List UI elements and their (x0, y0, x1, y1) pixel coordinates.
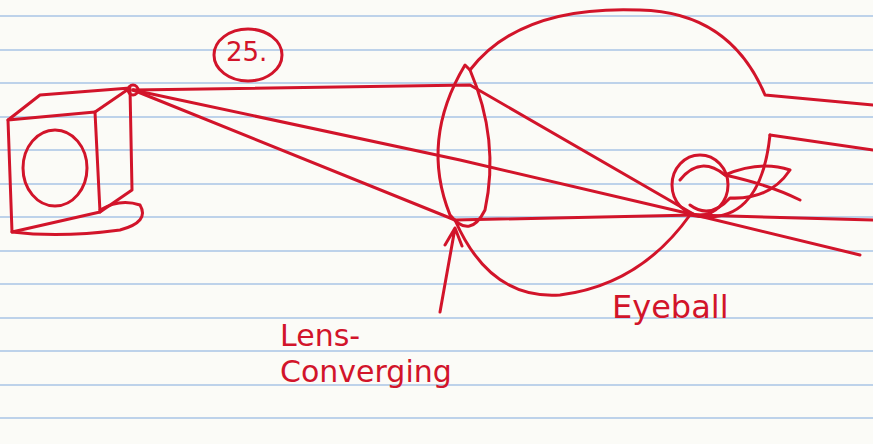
light-ray (133, 90, 695, 215)
light-ray (695, 215, 860, 255)
part-label: Lens- Converging (280, 318, 480, 390)
object-screen (8, 88, 132, 212)
focused-image (725, 175, 800, 200)
light-ray (133, 90, 695, 220)
notebook-lines (0, 16, 873, 418)
converging-lens (438, 65, 490, 226)
object-stand (12, 202, 143, 234)
pointer-arrow (440, 228, 462, 312)
object-screen (23, 130, 87, 206)
light-ray (695, 215, 873, 220)
part-label: Eyeball (612, 288, 782, 326)
light-ray (133, 85, 695, 215)
object-screen (8, 112, 100, 232)
callout-number: 25. (226, 37, 286, 68)
optic-nerve (770, 135, 873, 150)
eyeball-outline (470, 10, 873, 105)
